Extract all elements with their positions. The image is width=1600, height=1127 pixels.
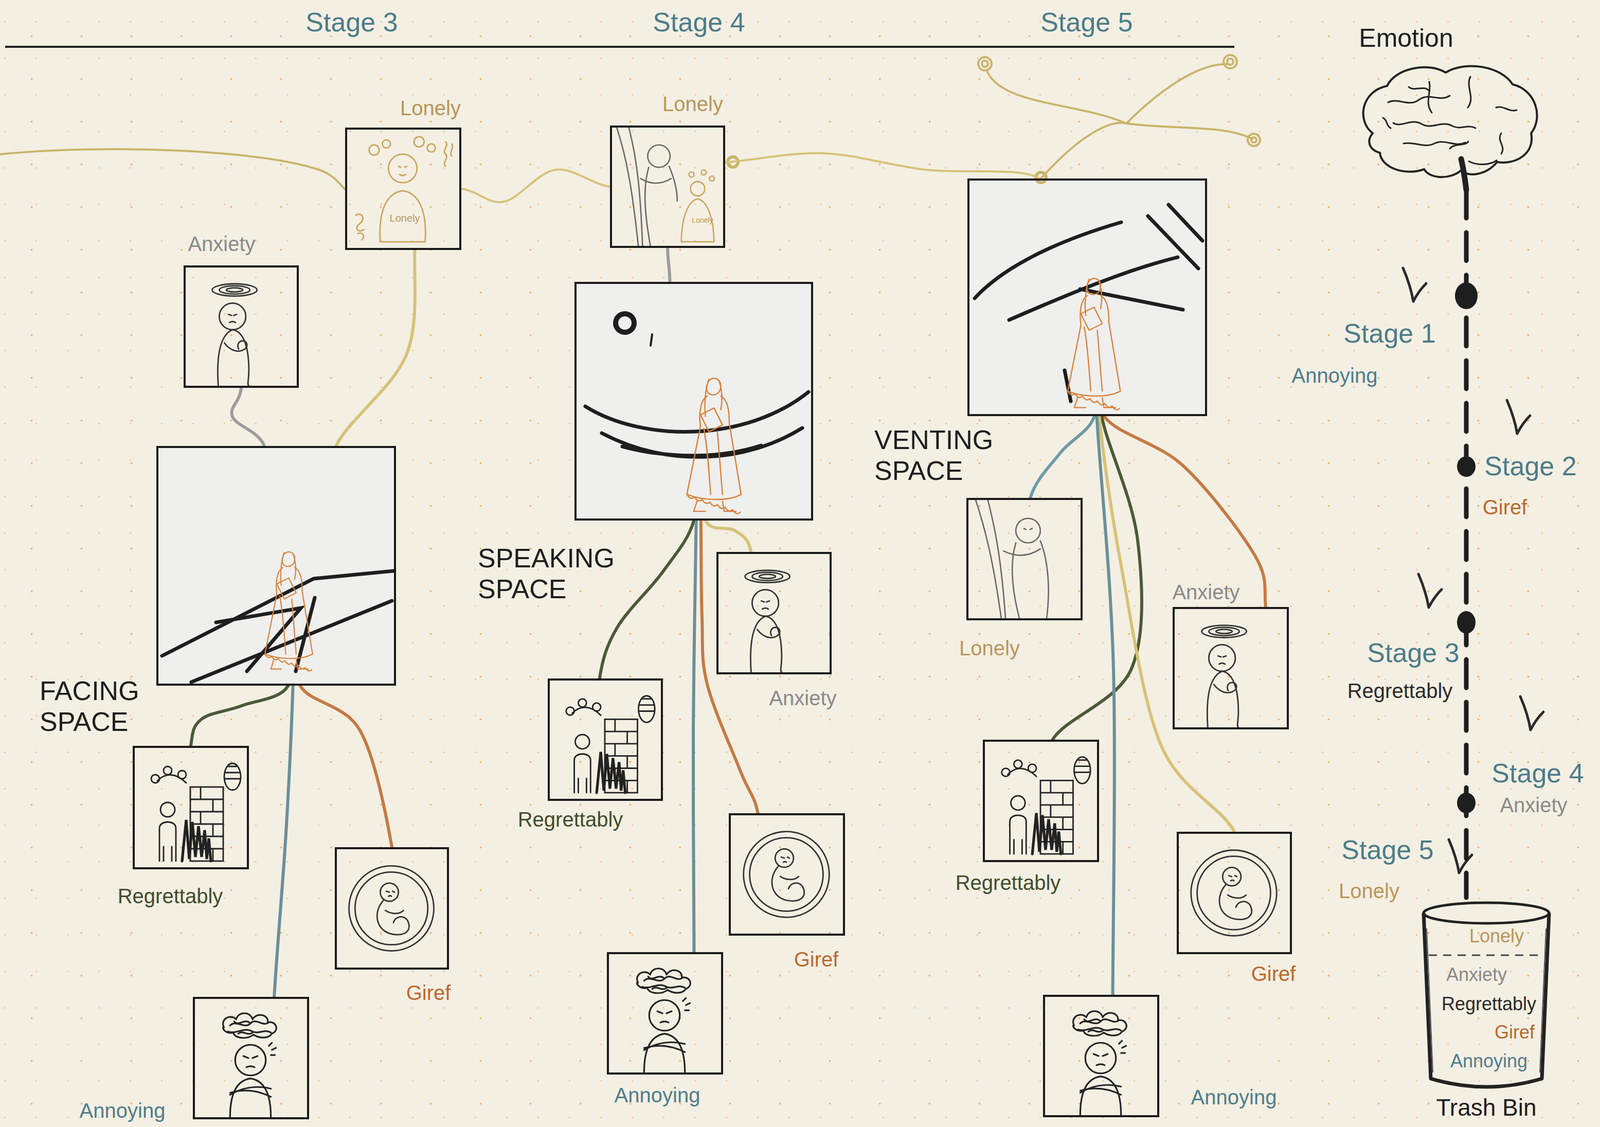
picture-frame: Regrettably — [547, 678, 663, 801]
connector — [1104, 416, 1266, 607]
connector — [190, 685, 289, 746]
node-label: Annoying — [1191, 1085, 1278, 1109]
node-label: Lonely — [1469, 925, 1524, 947]
stage-label: Stage 1 — [1343, 318, 1436, 350]
stage-label: Stage 3 — [1367, 637, 1460, 669]
picture-frame: Annoying — [192, 996, 310, 1120]
stage-label: Anxiety — [1499, 793, 1568, 817]
thread-strands — [0, 55, 1261, 190]
picture-frame: Regrettably — [132, 745, 249, 870]
connector — [667, 247, 671, 282]
connector — [1099, 416, 1235, 832]
node-label: Trash Bin — [1435, 1093, 1537, 1122]
node-label: FACING SPACE — [39, 675, 140, 738]
stage-label: Regrettably — [1347, 678, 1453, 703]
picture-frame: Lonely — [966, 497, 1083, 621]
stage-label: Stage 2 — [1484, 451, 1577, 482]
picture-frame: Annoying — [606, 951, 724, 1075]
picture-frame: Giref — [728, 813, 846, 936]
node-label: Lonely — [389, 212, 421, 225]
node-label: Annoying — [1450, 1050, 1528, 1072]
node-label: Regrettably — [955, 870, 1062, 895]
picture-frame: Annoying — [1043, 994, 1160, 1118]
connector — [693, 520, 697, 952]
connector — [274, 685, 293, 997]
node-label: Annoying — [79, 1098, 166, 1123]
node-label: Giref — [406, 980, 452, 1005]
picture-frame: FACING SPACE — [156, 445, 397, 686]
connector — [705, 520, 751, 552]
node-label: Regrettably — [1441, 993, 1537, 1015]
space-grounds — [156, 178, 1208, 686]
node-label: Emotion — [1358, 23, 1453, 54]
stage-rule — [5, 45, 1235, 48]
node-label: Anxiety — [1172, 580, 1240, 604]
picture-frame: Giref — [1176, 831, 1292, 955]
connector — [700, 520, 759, 814]
node-label: Lonely — [400, 96, 461, 120]
picture-frame: Giref — [334, 847, 449, 970]
stage-label: Annoying — [1291, 363, 1378, 388]
stage-label: Stage 3 — [305, 7, 398, 39]
connector — [336, 249, 416, 446]
picture-frame: VENTING SPACE — [967, 178, 1208, 417]
node-label: Giref — [1494, 1021, 1535, 1043]
picture-frame: Regrettably — [982, 739, 1100, 862]
node-label: SPEAKING SPACE — [477, 543, 615, 605]
stage-label: Stage 5 — [1040, 7, 1133, 39]
picture-frame: Anxiety — [183, 265, 299, 388]
node-label: Anxiety — [768, 686, 837, 710]
connector — [461, 169, 610, 203]
node-label: Giref — [1251, 961, 1297, 986]
node-label: Regrettably — [117, 884, 224, 908]
node-label: VENTING SPACE — [874, 424, 994, 487]
node-label: Anxiety — [1446, 963, 1507, 985]
node-label: Giref — [794, 947, 839, 972]
connector — [1097, 416, 1115, 995]
picture-frame: LonelyLonely — [609, 125, 726, 248]
node-label: Lonely — [959, 636, 1020, 660]
node-label: Regrettably — [517, 807, 624, 832]
brain-outline — [1346, 56, 1548, 190]
picture-frame: SPEAKING SPACE — [574, 281, 814, 521]
connector — [725, 153, 1040, 179]
stage-label: Giref — [1482, 495, 1528, 519]
stage-label: Stage 5 — [1341, 834, 1434, 866]
node-label: Anxiety — [187, 231, 256, 256]
picture-frame: LonelyLonely — [345, 127, 462, 250]
picture-frame: Anxiety — [1172, 606, 1289, 730]
stage-label: Stage 4 — [652, 7, 745, 39]
node-label: Annoying — [614, 1083, 701, 1107]
emotion-sketches — [151, 125, 1277, 1118]
space-strokes — [162, 204, 1203, 682]
brain-shape: Emotion — [1346, 56, 1548, 190]
trash-bin: LonelyAnxietyRegrettablyGirefAnnoyingTra… — [1419, 897, 1554, 1093]
walking-figure — [264, 278, 1121, 671]
connector — [231, 387, 264, 446]
stage-label: Stage 4 — [1491, 758, 1584, 789]
stage-label: Lonely — [1338, 878, 1400, 903]
connector — [300, 685, 392, 848]
picture-frame: Anxiety — [716, 551, 832, 675]
node-label: Lonely — [691, 216, 713, 225]
connector — [1030, 416, 1095, 498]
connector — [1464, 189, 1469, 898]
node-label: Lonely — [662, 92, 724, 116]
connector — [1052, 416, 1142, 740]
